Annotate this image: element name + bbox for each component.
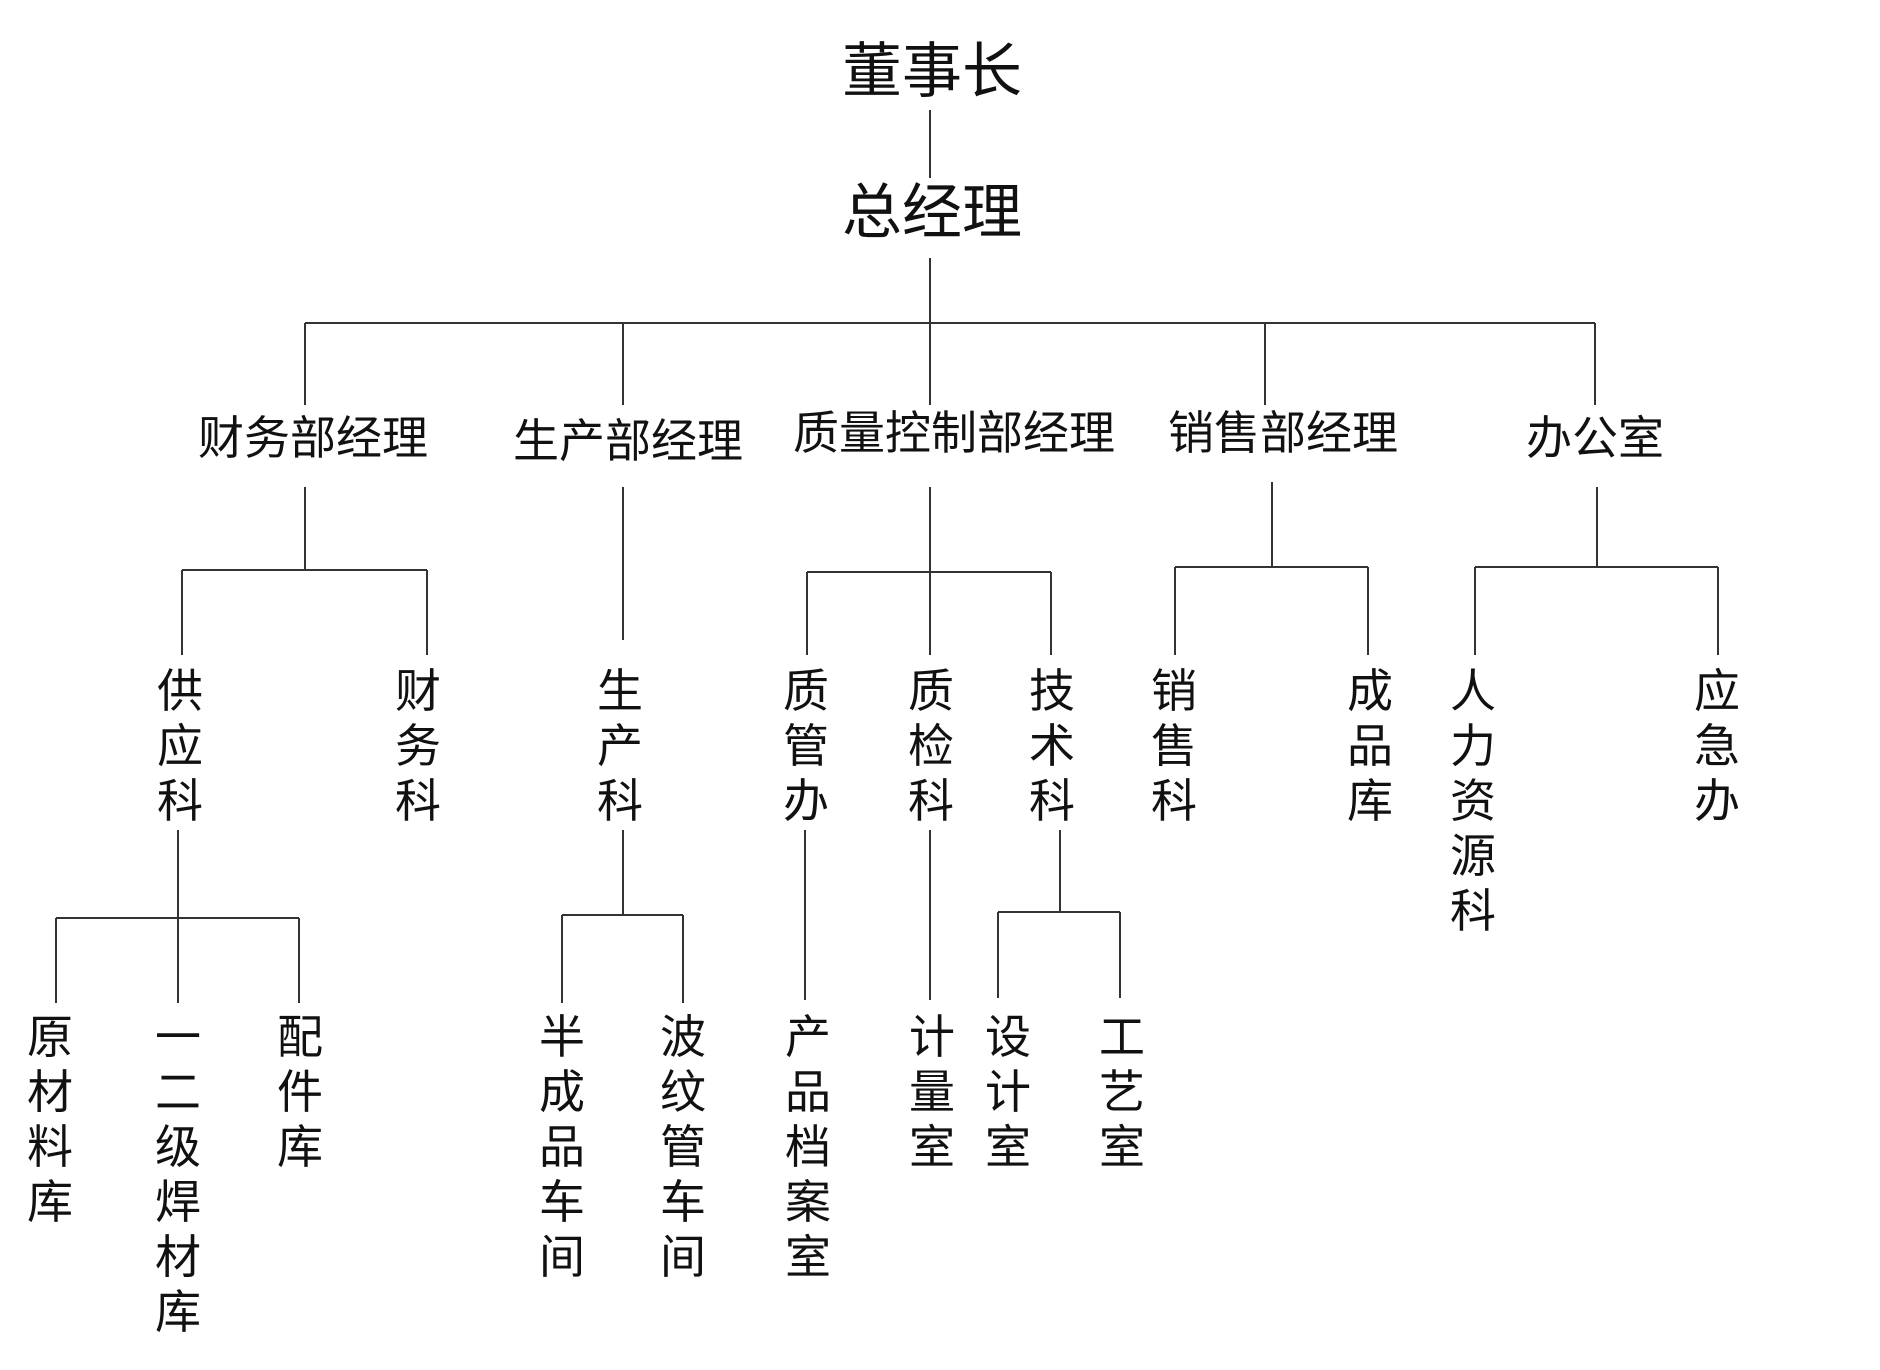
product-archive-room: 产品档案室 — [785, 1010, 831, 1284]
semi-finished-workshop: 半成品车间 — [539, 1010, 585, 1284]
sales-section: 销售科 — [1151, 664, 1197, 828]
design-room: 设计室 — [985, 1010, 1031, 1174]
welding-material-warehouse: 一二级焊材库 — [155, 1010, 201, 1339]
technology-section: 技术科 — [1029, 664, 1075, 828]
parts-warehouse: 配件库 — [277, 1010, 323, 1174]
hr-section: 人力资源科 — [1450, 664, 1496, 938]
finance-dept-manager: 财务部经理 — [198, 411, 428, 465]
quality-inspect-section: 质检科 — [908, 664, 954, 828]
office: 办公室 — [1526, 411, 1664, 465]
sales-dept-manager: 销售部经理 — [1168, 406, 1398, 460]
process-room: 工艺室 — [1099, 1010, 1145, 1174]
general-manager-box: 总经理 — [842, 178, 1022, 248]
chairman-box: 董事长 — [842, 37, 1022, 107]
quality-dept-manager: 质量控制部经理 — [793, 406, 1115, 460]
supply-section: 供应科 — [157, 664, 203, 828]
raw-material-warehouse: 原材料库 — [27, 1010, 73, 1229]
production-section: 生产科 — [597, 664, 643, 828]
quality-mgmt-office: 质管办 — [783, 664, 829, 828]
finance-section: 财务科 — [395, 664, 441, 828]
corrugated-pipe-workshop: 波纹管车间 — [660, 1010, 706, 1284]
emergency-office: 应急办 — [1694, 664, 1740, 828]
metrology-room: 计量室 — [909, 1010, 955, 1174]
finished-goods-warehouse: 成品库 — [1347, 664, 1393, 828]
production-dept-manager: 生产部经理 — [513, 414, 743, 468]
